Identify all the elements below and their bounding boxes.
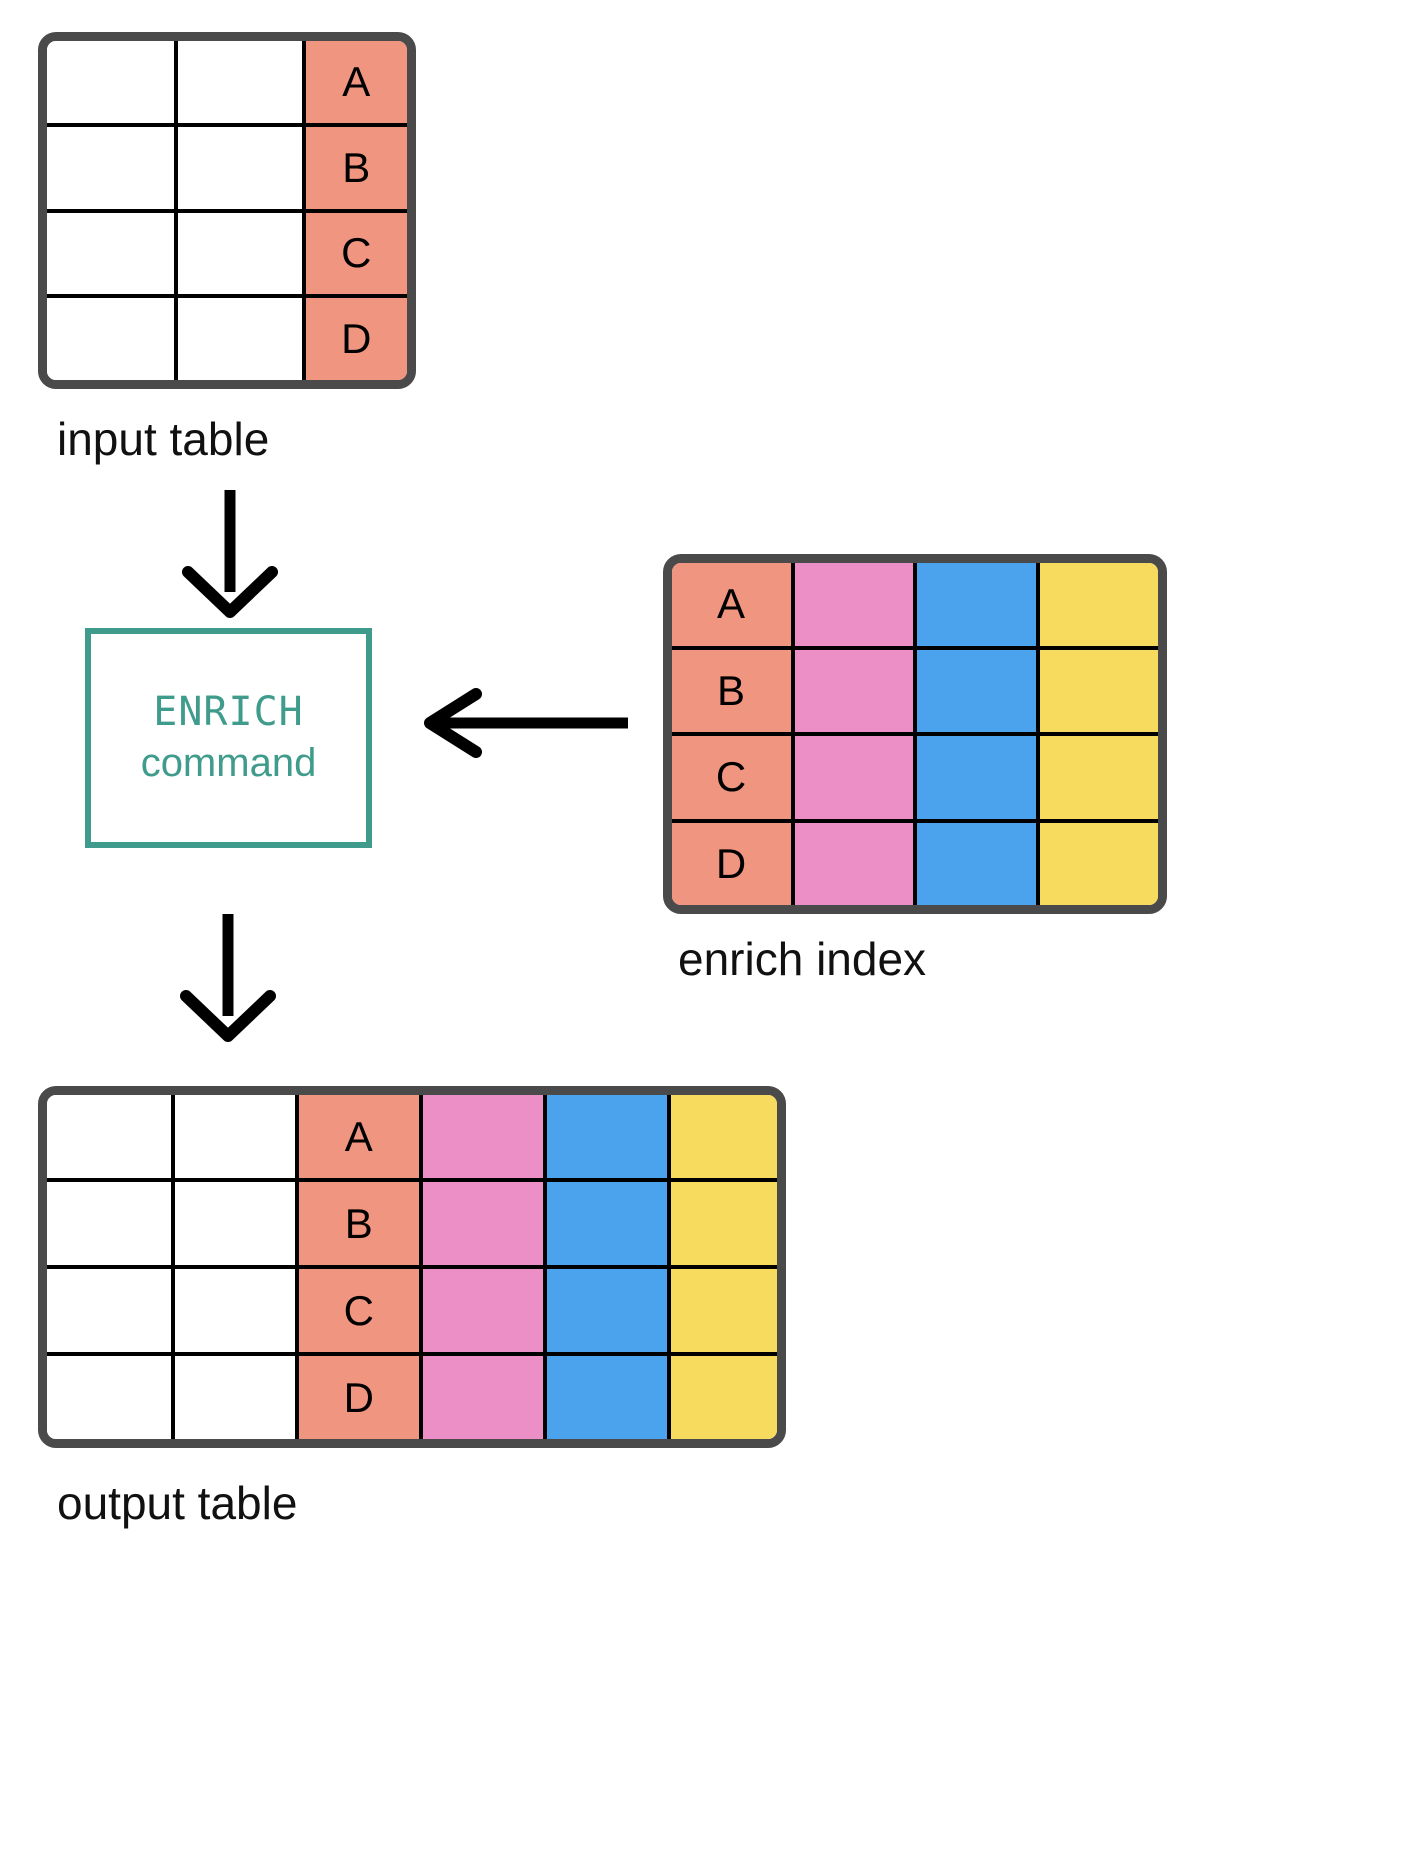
enrich-cell-r3c3 bbox=[913, 736, 1036, 819]
enrich-command-box[interactable]: ENRICH command bbox=[85, 628, 372, 848]
input-cell-r4c3: D bbox=[302, 298, 407, 380]
input-cell-r1c3: A bbox=[302, 41, 407, 123]
output-cell-r3c3: C bbox=[295, 1269, 419, 1352]
input-cell-r3c2 bbox=[174, 212, 302, 295]
enrich-cell-r2c1: B bbox=[672, 649, 791, 732]
output-cell-r4c1 bbox=[47, 1356, 171, 1439]
output-cell-r3c5 bbox=[543, 1269, 667, 1352]
output-cell-r4c2 bbox=[171, 1356, 295, 1439]
table-row: C bbox=[47, 208, 407, 295]
arrow-command-to-output bbox=[180, 914, 276, 1042]
output-cell-r3c4 bbox=[419, 1269, 543, 1352]
enrich-cell-r4c2 bbox=[790, 822, 913, 905]
output-cell-r1c3: A bbox=[295, 1095, 419, 1178]
table-row: B bbox=[672, 645, 1158, 732]
table-row: B bbox=[47, 1178, 777, 1265]
output-cell-r3c1 bbox=[47, 1269, 171, 1352]
output-cell-r2c1 bbox=[47, 1182, 171, 1265]
enrich-cell-r1c4 bbox=[1035, 563, 1158, 646]
table-row: D bbox=[672, 818, 1158, 905]
output-cell-r4c4 bbox=[419, 1356, 543, 1439]
output-cell-r2c5 bbox=[543, 1182, 667, 1265]
table-row: A bbox=[672, 563, 1158, 646]
enrich-cell-r3c1: C bbox=[672, 736, 791, 819]
enrich-cell-r1c2 bbox=[790, 563, 913, 646]
output-cell-r2c6 bbox=[667, 1182, 777, 1265]
output-cell-r2c2 bbox=[171, 1182, 295, 1265]
enrich-cell-r4c4 bbox=[1035, 822, 1158, 905]
output-cell-r1c6 bbox=[667, 1095, 777, 1178]
input-table-caption: input table bbox=[57, 413, 270, 465]
output-cell-r1c5 bbox=[543, 1095, 667, 1178]
output-cell-r3c2 bbox=[171, 1269, 295, 1352]
input-cell-r1c1 bbox=[47, 41, 174, 123]
output-cell-r1c1 bbox=[47, 1095, 171, 1178]
output-cell-r2c3: B bbox=[295, 1182, 419, 1265]
input-cell-r3c1 bbox=[47, 212, 174, 295]
arrow-enrich-index-to-command bbox=[424, 688, 628, 758]
output-cell-r3c6 bbox=[667, 1269, 777, 1352]
input-cell-r2c1 bbox=[47, 126, 174, 209]
output-cell-r1c4 bbox=[419, 1095, 543, 1178]
table-row: A bbox=[47, 41, 407, 123]
output-table: A B C D bbox=[38, 1086, 786, 1448]
arrow-input-to-command bbox=[182, 490, 278, 618]
enrich-cell-r2c2 bbox=[790, 649, 913, 732]
table-row: D bbox=[47, 294, 407, 380]
enrich-cell-r4c1: D bbox=[672, 822, 791, 905]
enrich-command-label: command bbox=[140, 741, 317, 785]
table-row: C bbox=[672, 732, 1158, 819]
enrich-cell-r2c4 bbox=[1035, 649, 1158, 732]
output-cell-r4c3: D bbox=[295, 1356, 419, 1439]
enrich-cell-r2c3 bbox=[913, 649, 1036, 732]
table-row: C bbox=[47, 1265, 777, 1352]
input-cell-r1c2 bbox=[174, 41, 302, 123]
input-cell-r4c1 bbox=[47, 298, 174, 380]
table-row: D bbox=[47, 1352, 777, 1439]
input-cell-r2c3: B bbox=[302, 126, 407, 209]
output-cell-r4c5 bbox=[543, 1356, 667, 1439]
enrich-cell-r3c2 bbox=[790, 736, 913, 819]
output-cell-r1c2 bbox=[171, 1095, 295, 1178]
enrich-cell-r1c3 bbox=[913, 563, 1036, 646]
input-cell-r2c2 bbox=[174, 126, 302, 209]
enrich-cell-r4c3 bbox=[913, 822, 1036, 905]
enrich-command-keyword: ENRICH bbox=[153, 688, 304, 735]
output-cell-r4c6 bbox=[667, 1356, 777, 1439]
output-cell-r2c4 bbox=[419, 1182, 543, 1265]
enrich-index-table: A B C D bbox=[663, 554, 1167, 914]
enrich-cell-r3c4 bbox=[1035, 736, 1158, 819]
input-table: A B C D bbox=[38, 32, 416, 389]
enrich-cell-r1c1: A bbox=[672, 563, 791, 646]
output-table-caption: output table bbox=[57, 1477, 298, 1529]
input-cell-r4c2 bbox=[174, 298, 302, 380]
table-row: B bbox=[47, 122, 407, 209]
enrich-index-caption: enrich index bbox=[678, 933, 927, 985]
input-cell-r3c3: C bbox=[302, 212, 407, 295]
table-row: A bbox=[47, 1095, 777, 1178]
